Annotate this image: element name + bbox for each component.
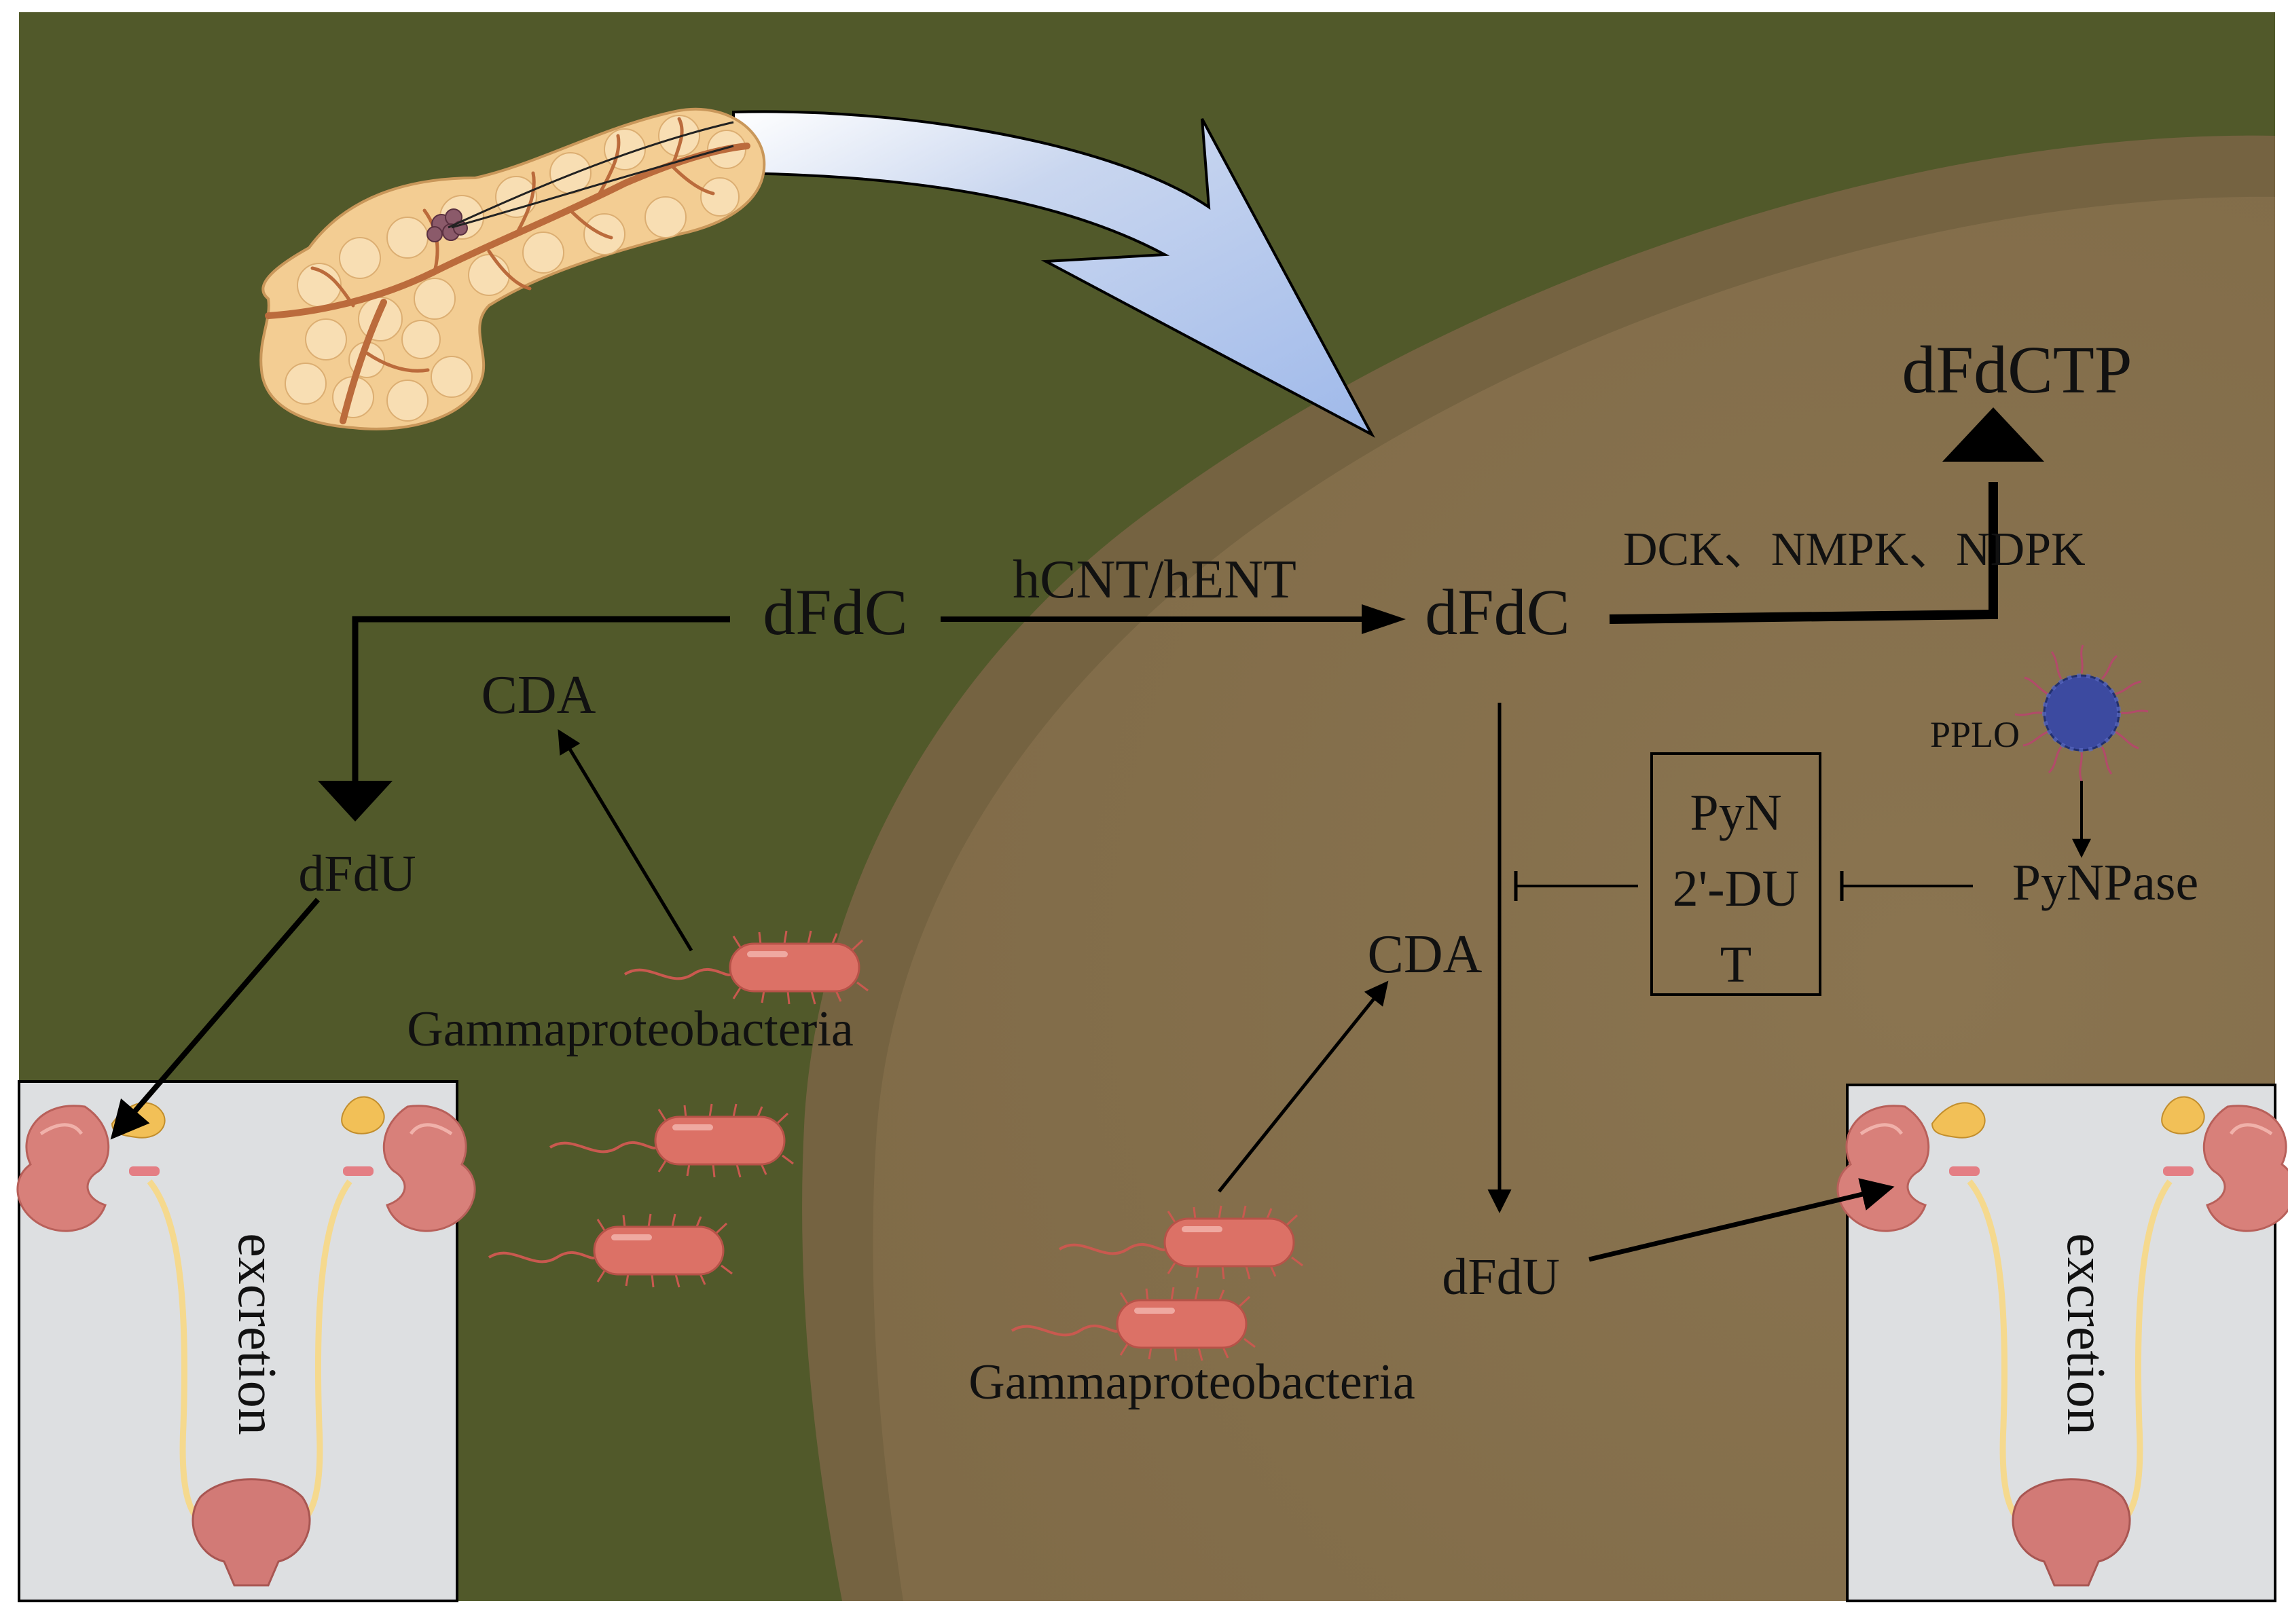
label-excretion-right: excretion bbox=[2056, 1233, 2116, 1435]
arrow-bacteria-to-cda-outer bbox=[558, 729, 693, 952]
label-dfdu-inside: dFdU bbox=[1442, 1249, 1559, 1306]
arrow-dfdu-to-excretion-right bbox=[1588, 1178, 1895, 1262]
label-transporter: hCNT/hENT bbox=[1013, 550, 1296, 610]
arrowhead-transport bbox=[1362, 604, 1406, 634]
arrow-dfdu-to-excretion-left bbox=[110, 898, 321, 1140]
label-cda-inside: CDA bbox=[1368, 925, 1483, 984]
arrow-bacteria-to-cda-inner bbox=[1218, 980, 1389, 1193]
label-pplo: PPLO bbox=[1930, 714, 2020, 755]
mycoplasma-icon bbox=[2014, 644, 2149, 781]
label-dfdu-outside: dFdU bbox=[298, 845, 416, 902]
label-excretion-left: excretion bbox=[227, 1233, 287, 1435]
label-box-line2: 2'-DU bbox=[1673, 860, 1800, 917]
label-pynpase: PyNPase bbox=[2012, 854, 2198, 911]
urinary-system-icon bbox=[1838, 1096, 2288, 1587]
label-dfdc-inside: dFdC bbox=[1425, 576, 1569, 648]
label-dfdctp: dFdCTP bbox=[1902, 332, 2132, 407]
urinary-system-icon bbox=[18, 1096, 475, 1587]
label-bacteria-outside: Gammaproteobacteria bbox=[407, 1001, 853, 1057]
arrow-dfdc-to-dfdctp bbox=[1609, 482, 1998, 624]
label-kinases: DCK、NMPK、NDPK bbox=[1623, 523, 2086, 576]
inhibitor-box bbox=[1650, 752, 1821, 996]
label-bacteria-inside: Gammaproteobacteria bbox=[968, 1354, 1415, 1410]
pancreas-icon bbox=[259, 107, 766, 430]
arrow-dfdc-to-dfdu-outer bbox=[352, 616, 730, 788]
label-dfdc-outside: dFdC bbox=[763, 576, 907, 648]
label-cda-outside: CDA bbox=[482, 665, 596, 725]
label-box-line3: T bbox=[1720, 936, 1751, 993]
label-box-line1: PyN bbox=[1690, 784, 1781, 841]
arrowhead-dfdc-to-dfdu-outer bbox=[318, 781, 393, 822]
pathway-arrows bbox=[110, 407, 2091, 1262]
arrowhead-dfdc-to-dfdctp bbox=[1942, 407, 2044, 462]
uptake-arrow bbox=[732, 110, 1375, 438]
